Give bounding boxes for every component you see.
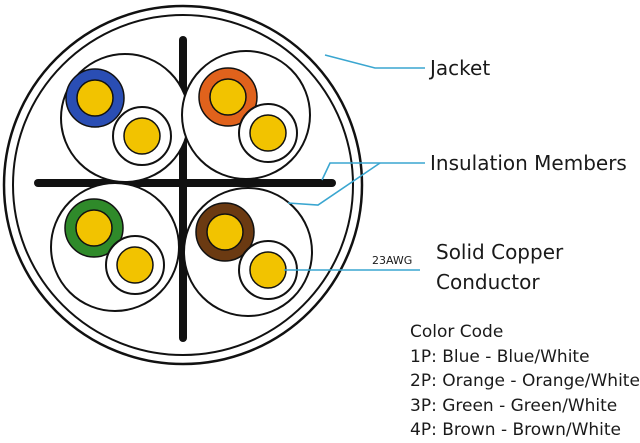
pair-3-white-wire-conductor xyxy=(116,246,154,284)
legend-item-pair-3: 3P: Green - Green/White xyxy=(410,395,618,416)
legend-item-pair-2: 2P: Orange - Orange/White xyxy=(410,371,640,391)
insulation-callout-line-upper xyxy=(321,162,425,181)
insulation-callout-line-lower xyxy=(287,162,381,206)
pair-2-white-wire-conductor xyxy=(249,114,287,152)
legend-item-pair-1: 1P: Blue - Blue/White xyxy=(410,346,590,367)
pair-1-blue-wire-conductor xyxy=(76,79,114,117)
jacket-label: Jacket xyxy=(430,56,491,80)
jacket-callout-line xyxy=(324,54,425,69)
pair-1-blue xyxy=(60,53,190,183)
pair-4-brown xyxy=(183,187,313,317)
solid-copper-conductor-label-line2: Conductor xyxy=(436,270,540,294)
solid-copper-conductor-label-line1: Solid Copper xyxy=(436,240,564,264)
pair-4-brown-wire-conductor xyxy=(206,213,244,251)
wire-gauge-label: 23AWG xyxy=(372,254,413,267)
pair-3-green xyxy=(50,182,180,312)
legend-title: Color Code xyxy=(410,322,504,342)
pair-1-white-wire-conductor xyxy=(123,117,161,155)
pair-2-orange-wire-conductor xyxy=(209,78,247,116)
insulation-members-label: Insulation Members xyxy=(430,151,627,175)
pair-4-white-wire-conductor xyxy=(249,251,287,289)
jacket-inner-ring xyxy=(12,14,354,356)
pair-2-orange xyxy=(181,50,311,180)
legend-item-pair-4: 4P: Brown - Brown/White xyxy=(410,420,622,440)
color-code-legend: Color Code 1P: Blue - Blue/White 2P: Ora… xyxy=(410,320,640,443)
pair-3-green-wire-conductor xyxy=(75,209,113,247)
